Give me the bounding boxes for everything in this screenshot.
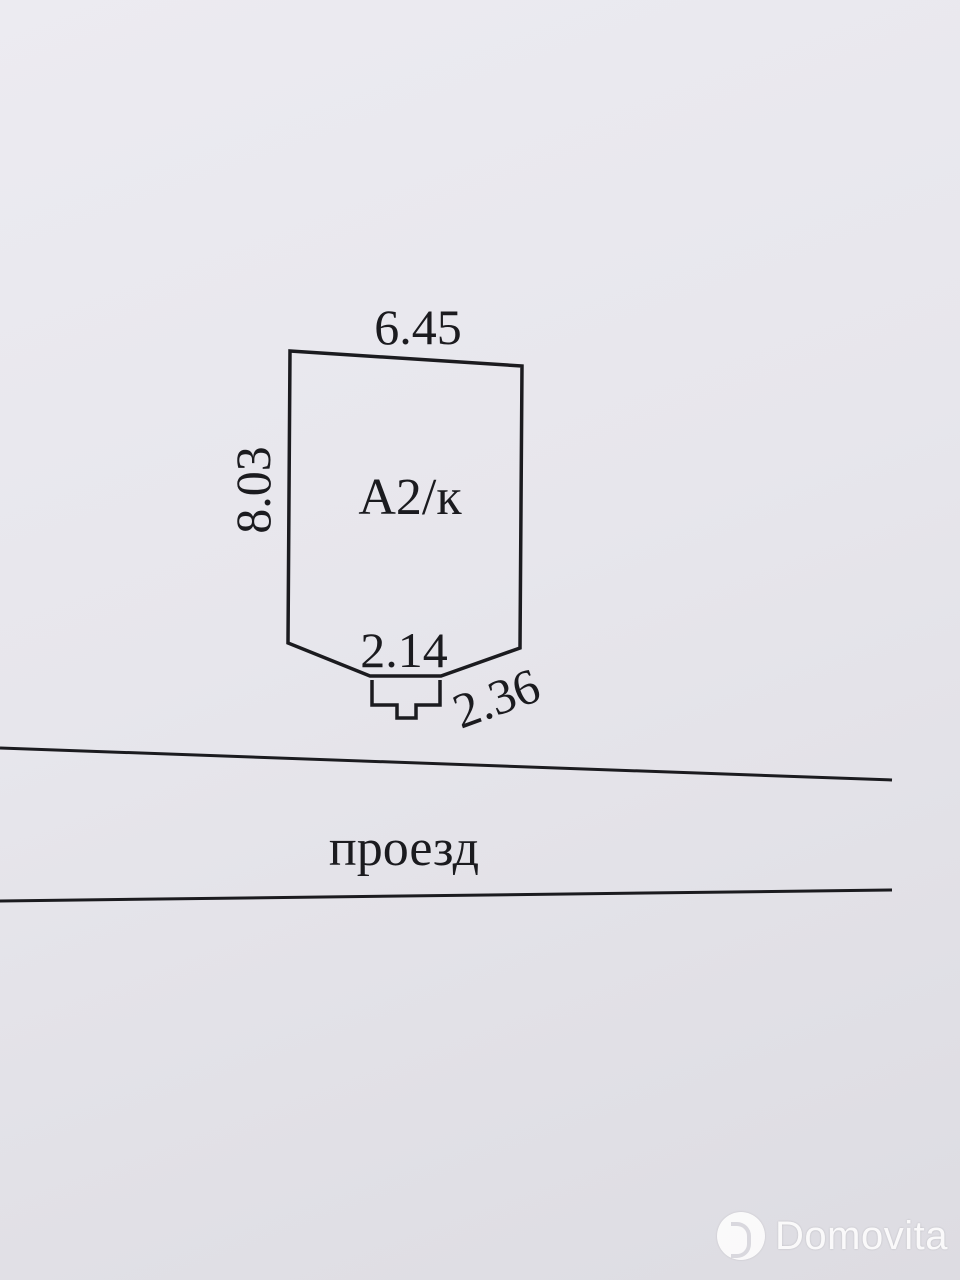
dimension-bottom: 2.14 (360, 622, 448, 678)
dimension-top: 6.45 (374, 299, 462, 355)
watermark-text: Domovita (775, 1213, 948, 1258)
road-label: проезд (329, 820, 479, 877)
dimension-left: 8.03 (225, 446, 281, 534)
road-line-bottom (0, 888, 893, 903)
road-line-top (0, 746, 893, 782)
watermark-logo-icon (717, 1212, 766, 1260)
watermark: Domovita (717, 1206, 948, 1266)
porch-outline (370, 680, 442, 720)
building-label: А2/к (358, 469, 462, 526)
building-outline (286, 349, 524, 678)
